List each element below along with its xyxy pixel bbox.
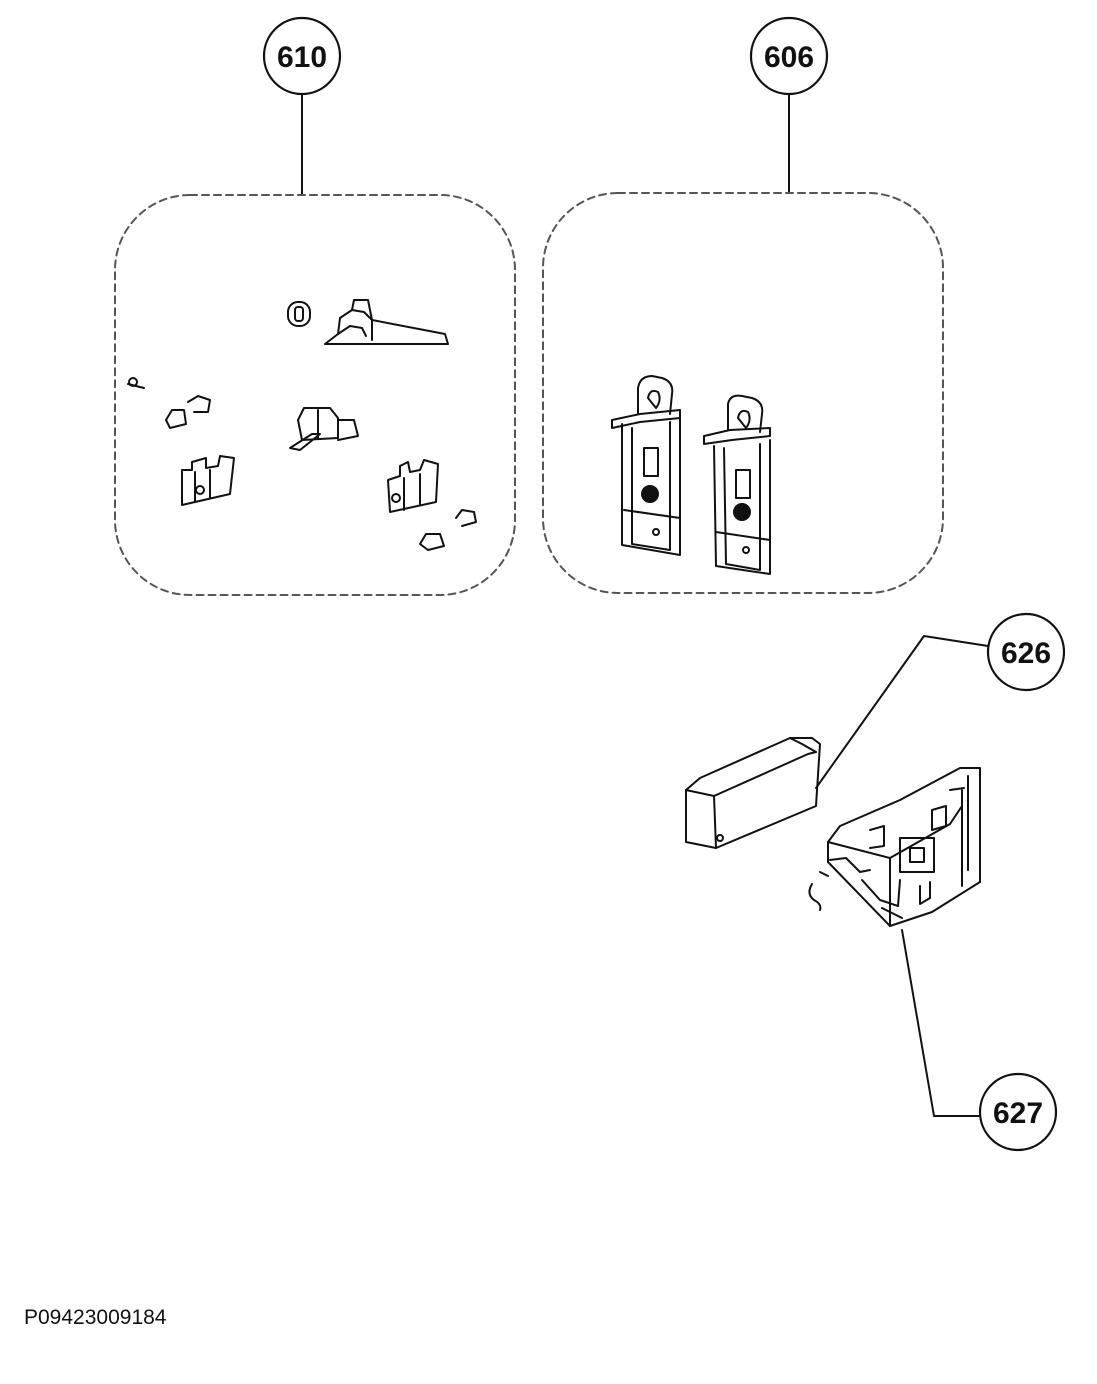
spacer-part [287, 301, 311, 327]
bracket-part-right [387, 459, 439, 513]
callout-circle-606 [749, 16, 829, 96]
catch-part [289, 407, 359, 451]
clip-part [165, 395, 211, 429]
lever-part [324, 299, 449, 345]
callout-circle-626 [986, 612, 1066, 692]
document-code: P09423009184 [24, 1306, 167, 1329]
screw-part [127, 377, 145, 389]
bracket-part [181, 455, 235, 506]
dashed-kit-boundary-610 [114, 194, 516, 596]
callout-circle-627 [978, 1072, 1058, 1152]
callout-circle-610 [262, 16, 342, 96]
group-610 [114, 94, 516, 596]
leader-line-626 [815, 635, 989, 789]
callout-label-626: 626 [1001, 637, 1051, 670]
clip-part-bottom [419, 509, 477, 551]
callout-label-610: 610 [277, 41, 327, 74]
callout-label-606: 606 [764, 41, 814, 74]
latch-plate-left [611, 375, 681, 556]
latch-plate-right [703, 394, 771, 575]
dashed-kit-boundary-606 [542, 192, 944, 594]
leader-line-627 [901, 929, 981, 1117]
group-606 [542, 94, 944, 594]
part-626-cover [685, 635, 989, 849]
callout-label-627: 627 [993, 1097, 1043, 1130]
part-627-housing [808, 767, 981, 1117]
